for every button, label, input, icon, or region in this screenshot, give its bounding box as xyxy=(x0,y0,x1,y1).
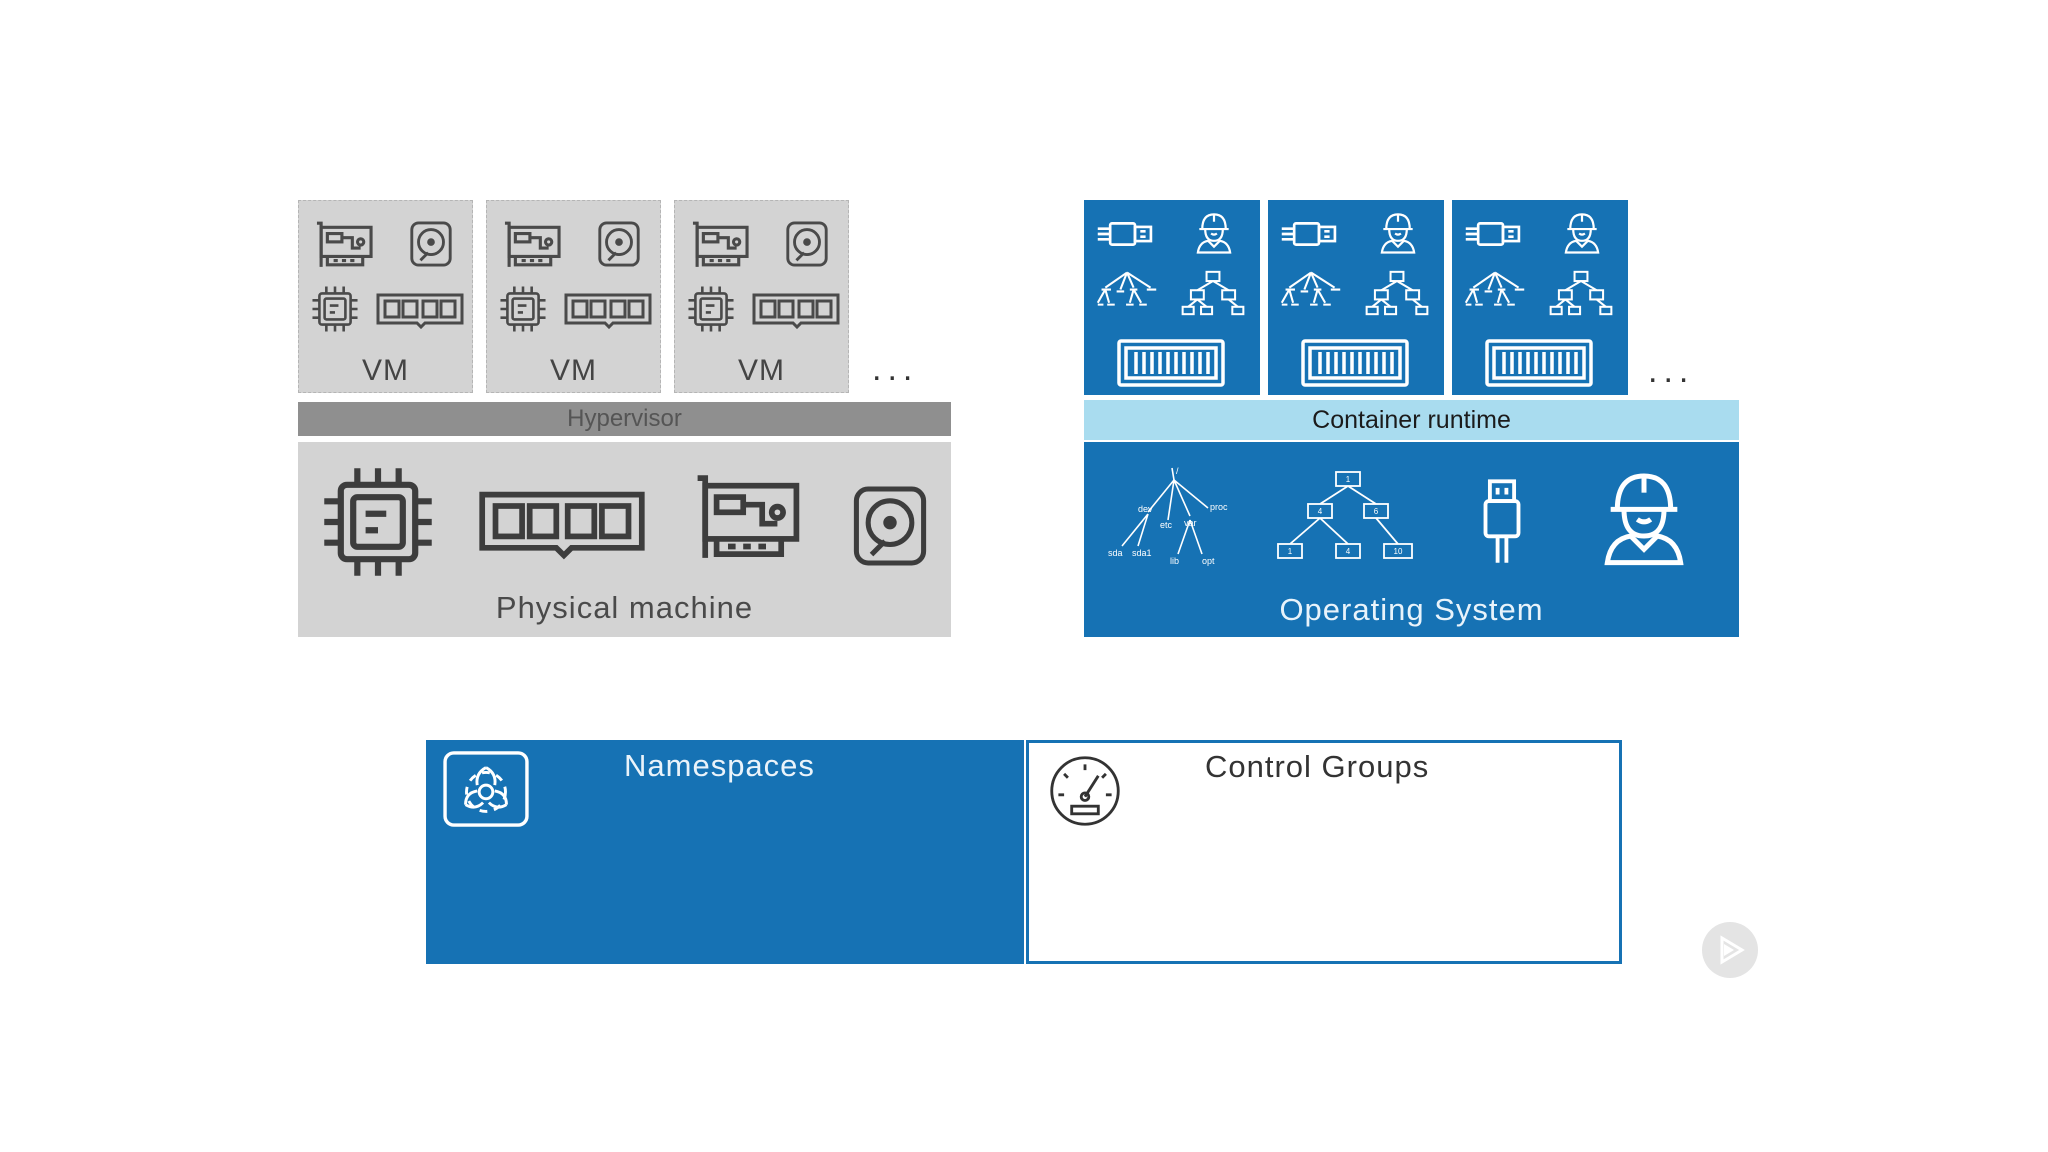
fs-label: opt xyxy=(1202,556,1215,566)
process-tree-icon: 1 4 6 1 4 10 xyxy=(1277,471,1413,559)
pid-label: 1 xyxy=(1346,475,1351,484)
cpu-icon xyxy=(685,283,737,335)
hard-disk-icon xyxy=(848,478,932,574)
cpu-icon xyxy=(497,283,549,335)
tree-icon xyxy=(1278,268,1344,312)
user-icon xyxy=(1192,210,1236,254)
cpu-icon xyxy=(309,283,361,335)
filesystem-tree-icon: / dev etc var proc sda sda1 lib opt xyxy=(1108,466,1228,566)
vm-box: VM xyxy=(298,200,473,393)
memory-icon xyxy=(563,291,653,331)
vm-more-dots: ... xyxy=(872,350,919,388)
tree-icon xyxy=(1462,268,1528,312)
vm-box: VM xyxy=(486,200,661,393)
operating-system-label: Operating System xyxy=(1279,592,1544,627)
gauge-icon xyxy=(1050,756,1120,826)
tree-icon xyxy=(1548,270,1614,316)
hard-disk-icon xyxy=(595,219,643,269)
usb-icon xyxy=(1280,216,1342,252)
vm-label: VM xyxy=(550,354,597,387)
control-groups-panel: Control Groups xyxy=(1026,740,1622,964)
fs-label: var xyxy=(1184,518,1197,528)
namespaces-title: Namespaces xyxy=(624,748,815,783)
network-card-icon xyxy=(687,219,753,271)
user-icon xyxy=(1594,466,1694,566)
play-icon xyxy=(1720,935,1745,965)
user-icon xyxy=(1560,210,1604,254)
cpu-icon xyxy=(316,460,440,584)
container-box xyxy=(1268,200,1444,395)
container-box xyxy=(1452,200,1628,395)
pid-label: 10 xyxy=(1394,547,1403,556)
namespaces-panel: Namespaces xyxy=(426,740,1024,964)
container-box xyxy=(1084,200,1260,395)
container-icon xyxy=(1484,338,1594,388)
fs-label: dev xyxy=(1138,504,1153,514)
pid-label: 4 xyxy=(1318,507,1323,516)
usb-icon xyxy=(1096,216,1158,252)
usb-icon xyxy=(1464,216,1526,252)
hard-disk-icon xyxy=(407,219,455,269)
pid-label: 6 xyxy=(1374,507,1379,516)
play-button[interactable] xyxy=(1702,922,1758,978)
container-icon xyxy=(1116,338,1226,388)
physical-machine-label: Physical machine xyxy=(495,590,754,625)
usb-icon xyxy=(1480,478,1524,566)
fs-label: etc xyxy=(1160,520,1173,530)
user-icon xyxy=(1376,210,1420,254)
pid-label: 1 xyxy=(1288,547,1293,556)
hypervisor-bar: Hypervisor xyxy=(298,402,951,436)
container-runtime-bar: Container runtime xyxy=(1084,400,1739,440)
fs-label: sda xyxy=(1108,548,1123,558)
physical-machine-box: Physical machine xyxy=(298,442,951,637)
fs-label: proc xyxy=(1210,502,1228,512)
control-groups-title: Control Groups xyxy=(1205,749,1430,784)
biohazard-icon xyxy=(443,751,529,827)
network-card-icon xyxy=(690,470,804,566)
container-icon xyxy=(1300,338,1410,388)
tree-icon xyxy=(1180,270,1246,316)
operating-system-box: / dev etc var proc sda sda1 lib opt 1 4 … xyxy=(1084,442,1739,637)
vm-label: VM xyxy=(362,354,409,387)
tree-icon xyxy=(1364,270,1430,316)
fs-label: / xyxy=(1176,466,1179,476)
network-card-icon xyxy=(311,219,377,271)
memory-icon xyxy=(476,487,648,563)
network-card-icon xyxy=(499,219,565,271)
vm-box: VM xyxy=(674,200,849,393)
tree-icon xyxy=(1094,268,1160,312)
vm-label: VM xyxy=(738,354,785,387)
hard-disk-icon xyxy=(783,219,831,269)
fs-label: sda1 xyxy=(1132,548,1152,558)
container-more-dots: ... xyxy=(1648,352,1695,390)
pid-label: 4 xyxy=(1346,547,1351,556)
memory-icon xyxy=(751,291,841,331)
memory-icon xyxy=(375,291,465,331)
fs-label: lib xyxy=(1170,556,1179,566)
